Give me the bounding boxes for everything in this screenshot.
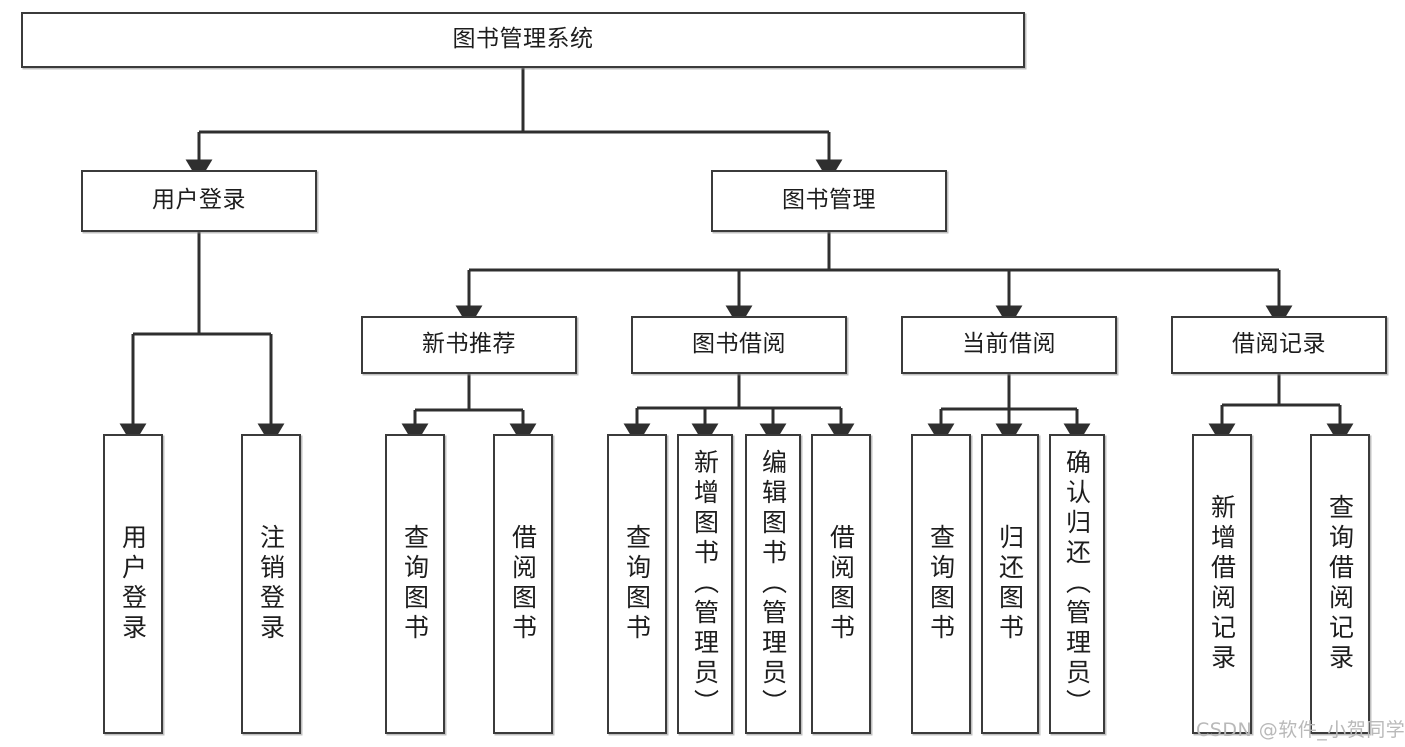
node-label: 新增借阅记录 <box>1207 494 1237 674</box>
node-book-management-system[interactable]: 图书管理系统 <box>21 12 1025 68</box>
node-leaf-return-book[interactable]: 归还图书 <box>981 434 1039 734</box>
node-label: 用户登录 <box>152 187 246 214</box>
node-leaf-confirm-return[interactable]: 确认归还（管理员） <box>1049 434 1105 734</box>
node-leaf-query-book-2[interactable]: 查询图书 <box>607 434 667 734</box>
node-label: 查询借阅记录 <box>1325 494 1355 674</box>
node-book-management[interactable]: 图书管理 <box>711 170 947 232</box>
node-label: 新书推荐 <box>422 331 516 358</box>
node-leaf-logout-login[interactable]: 注销登录 <box>241 434 301 734</box>
csdn-watermark: CSDN @软件_小贺同学 <box>1196 719 1405 741</box>
node-label: 用户登录 <box>118 524 148 644</box>
node-label: 编辑图书（管理员） <box>758 449 788 719</box>
node-book-borrow[interactable]: 图书借阅 <box>631 316 847 374</box>
node-label: 图书管理系统 <box>452 26 594 53</box>
node-label: 图书借阅 <box>692 331 786 358</box>
node-label: 新增图书（管理员） <box>690 449 720 719</box>
node-label: 归还图书 <box>995 524 1025 644</box>
node-label: 借阅图书 <box>826 524 856 644</box>
node-leaf-query-book-1[interactable]: 查询图书 <box>385 434 445 734</box>
node-leaf-borrow-book-2[interactable]: 借阅图书 <box>811 434 871 734</box>
node-new-book-recommend[interactable]: 新书推荐 <box>361 316 577 374</box>
node-borrow-record[interactable]: 借阅记录 <box>1171 316 1387 374</box>
node-label: 确认归还（管理员） <box>1062 449 1092 719</box>
node-user-login[interactable]: 用户登录 <box>81 170 317 232</box>
node-label: 当前借阅 <box>962 331 1056 358</box>
node-label: 借阅记录 <box>1232 331 1326 358</box>
node-label: 查询图书 <box>926 524 956 644</box>
node-leaf-edit-book[interactable]: 编辑图书（管理员） <box>745 434 801 734</box>
node-leaf-borrow-book-1[interactable]: 借阅图书 <box>493 434 553 734</box>
node-label: 查询图书 <box>622 524 652 644</box>
node-label: 图书管理 <box>782 187 876 214</box>
node-leaf-add-book[interactable]: 新增图书（管理员） <box>677 434 733 734</box>
node-current-borrow[interactable]: 当前借阅 <box>901 316 1117 374</box>
node-label: 借阅图书 <box>508 524 538 644</box>
node-label: 查询图书 <box>400 524 430 644</box>
node-label: 注销登录 <box>256 524 286 644</box>
node-leaf-add-record[interactable]: 新增借阅记录 <box>1192 434 1252 734</box>
node-leaf-query-record[interactable]: 查询借阅记录 <box>1310 434 1370 734</box>
node-leaf-query-book-3[interactable]: 查询图书 <box>911 434 971 734</box>
node-leaf-user-login[interactable]: 用户登录 <box>103 434 163 734</box>
